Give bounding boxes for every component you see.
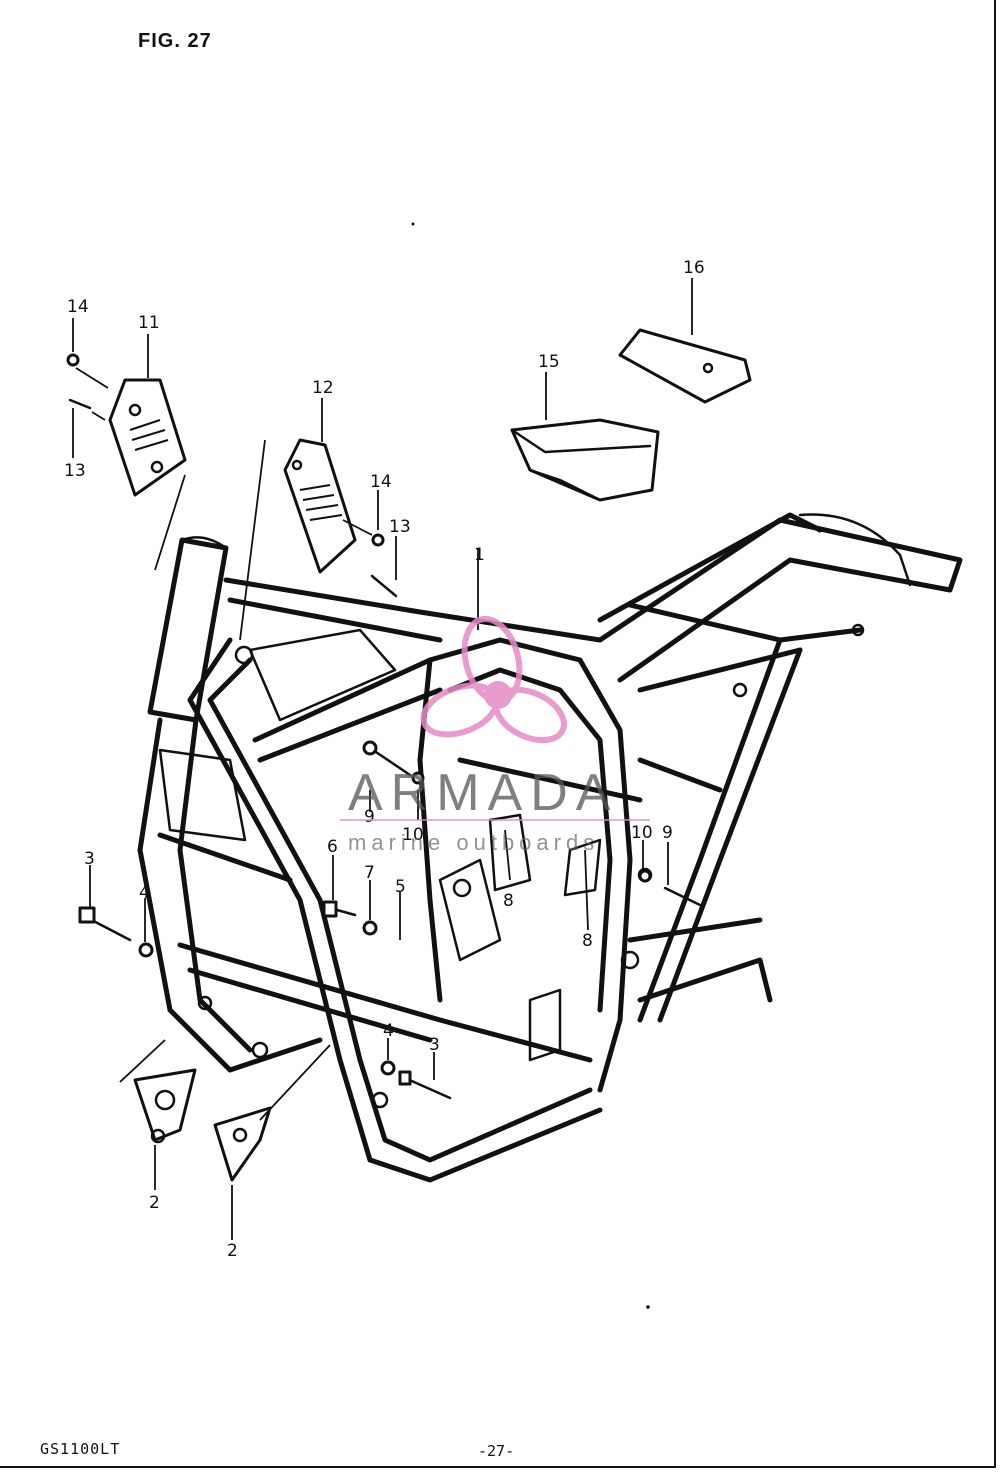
battery-tray [510, 418, 660, 502]
callout-15: 15 [538, 352, 560, 372]
callout-4-b: 4 [383, 1021, 394, 1041]
tray-cover [618, 328, 752, 404]
callout-7: 7 [364, 863, 375, 883]
callout-14-b: 14 [370, 472, 392, 492]
frame-body [137, 512, 963, 1183]
callout-1: 1 [474, 545, 485, 565]
callout-2-b: 2 [227, 1241, 238, 1261]
callout-5: 5 [395, 877, 406, 897]
watermark: ARMADA marine outboards [340, 615, 650, 855]
callout-13: 13 [64, 461, 86, 481]
callout-10-b: 10 [631, 823, 653, 843]
callout-10: 10 [402, 825, 424, 845]
callout-labels: 14 11 13 12 14 13 15 16 1 9 10 6 7 5 8 8… [64, 258, 705, 1261]
side-cover-right [283, 438, 357, 574]
leader-lines [72, 278, 693, 1240]
callout-11: 11 [138, 313, 160, 333]
watermark-propeller-icon [420, 615, 567, 744]
callout-8: 8 [503, 891, 514, 911]
engine-mount-bracket-a [133, 1068, 197, 1144]
callout-9: 9 [364, 807, 375, 827]
watermark-brand: ARMADA [348, 764, 618, 822]
callout-14: 14 [67, 297, 89, 317]
callout-12: 12 [312, 378, 334, 398]
figure-title: FIG. 27 [138, 30, 212, 52]
callout-2: 2 [149, 1193, 160, 1213]
footer-page-number: -27- [478, 1442, 515, 1460]
callout-4: 4 [139, 883, 150, 903]
footer-model-code: GS1100LT [40, 1440, 121, 1458]
side-cover-left [108, 378, 187, 497]
callout-9-b: 9 [662, 823, 673, 843]
callout-8-b: 8 [582, 931, 593, 951]
callout-6: 6 [327, 837, 338, 857]
watermark-tagline: marine outboards [348, 830, 599, 855]
engine-mount-bracket-b [213, 1106, 272, 1182]
callout-3: 3 [84, 849, 95, 869]
callout-3-b: 3 [429, 1035, 440, 1055]
bolts [66, 353, 702, 1100]
callout-16: 16 [683, 258, 705, 278]
callout-13-b: 13 [389, 517, 411, 537]
